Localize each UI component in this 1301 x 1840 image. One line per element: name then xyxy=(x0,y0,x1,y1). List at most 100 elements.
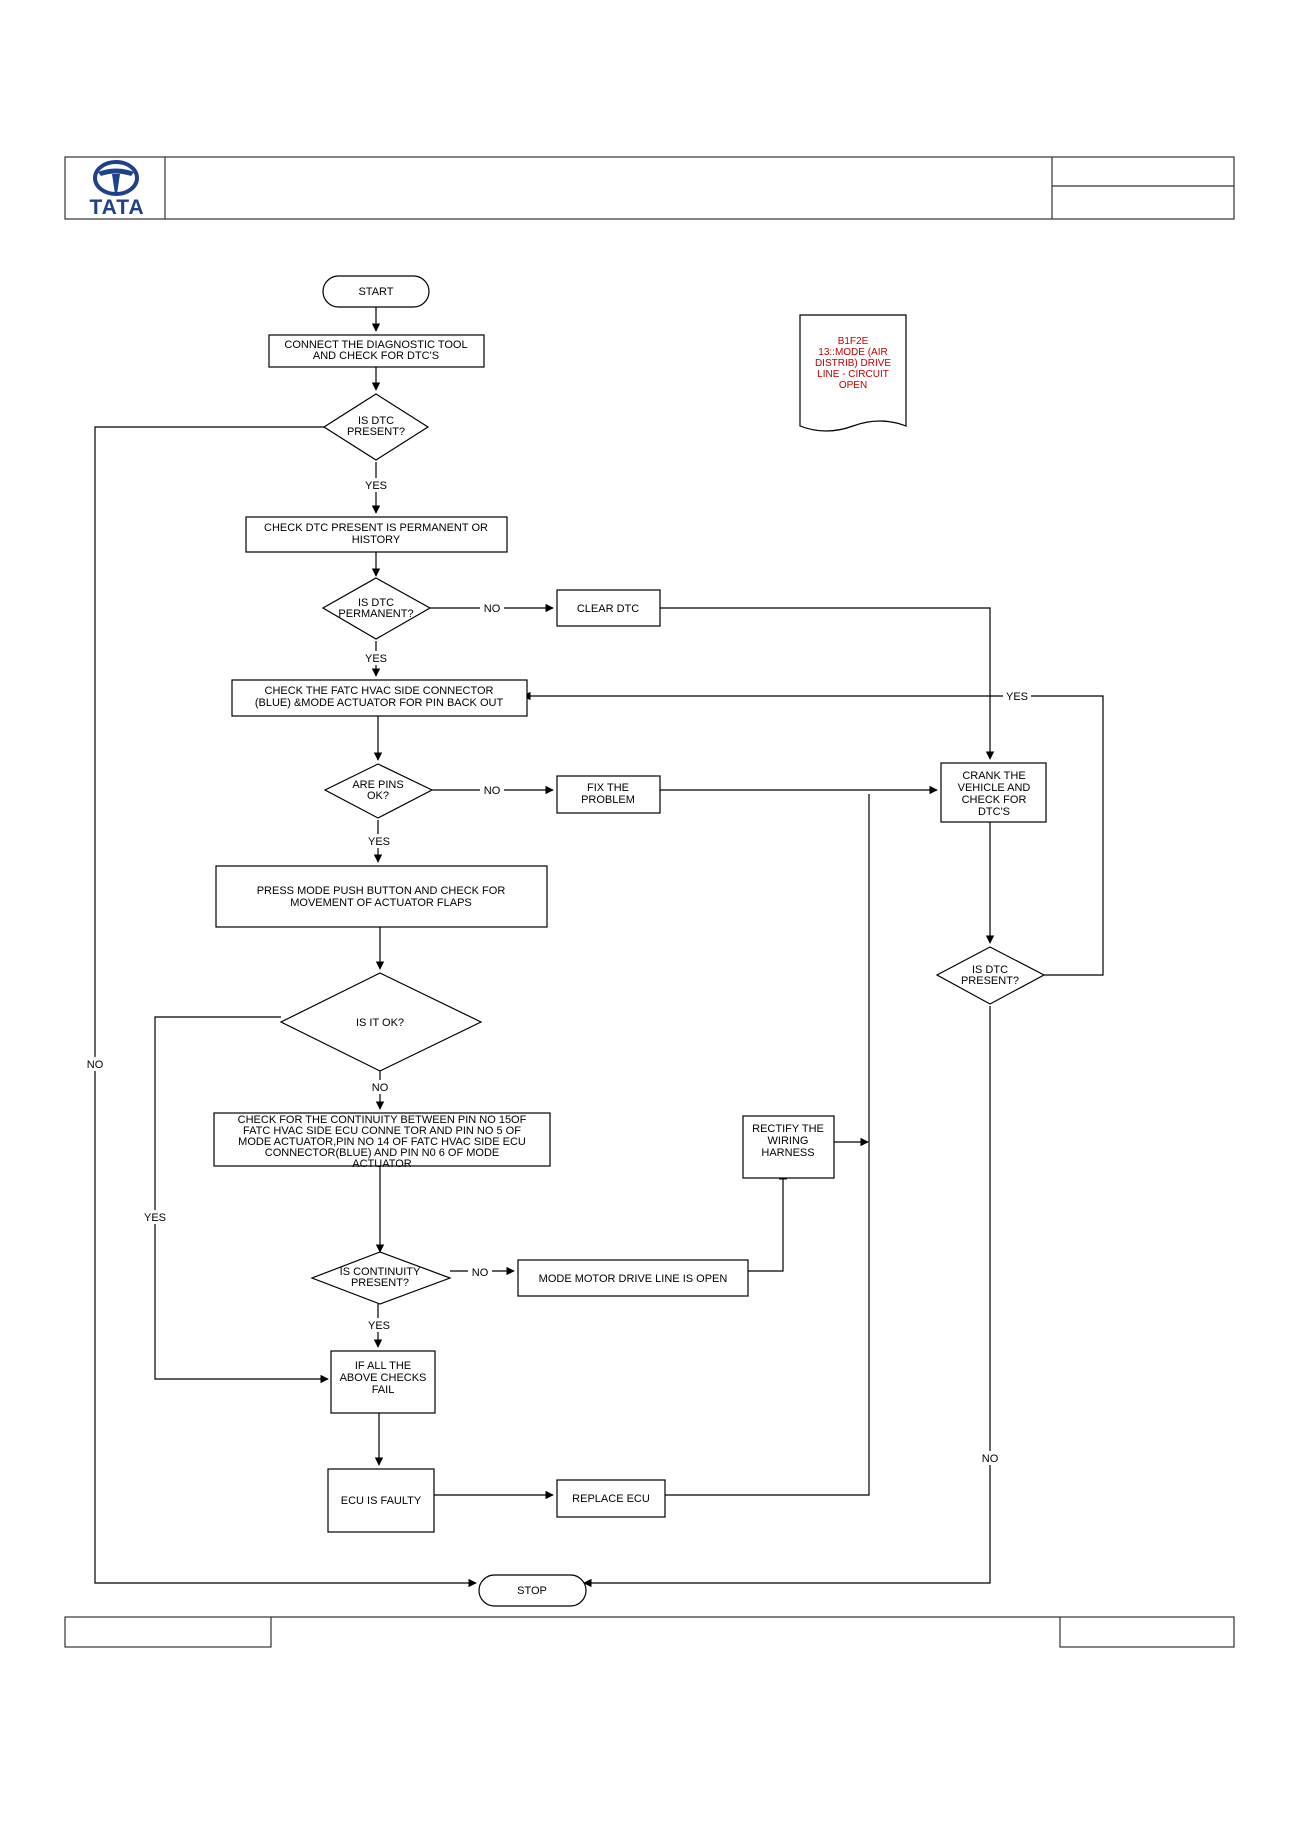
edge-label-yes-2: YES xyxy=(365,653,387,665)
svg-text:IS IT OK?: IS IT OK? xyxy=(356,1017,404,1029)
label-line: PRESENT? xyxy=(961,975,1019,987)
label-line: CHECK DTC PRESENT IS PERMANENT OR xyxy=(264,522,488,534)
node-motor-line-open: MODE MOTOR DRIVE LINE IS OPEN xyxy=(517,1259,749,1297)
footer-frame xyxy=(64,1616,1235,1648)
label-line: CHECK FOR xyxy=(962,794,1027,806)
decision-is-it-ok: IS IT OK? xyxy=(279,972,483,1072)
label-line: PRESENT? xyxy=(351,1277,409,1289)
node-ecu-faulty: ECU IS FAULTY xyxy=(327,1468,435,1533)
label-line: ABOVE CHECKS xyxy=(340,1372,427,1384)
label-line: IS DTC xyxy=(358,597,394,609)
node-check-connector: CHECK THE FATC HVAC SIDE CONNECTOR(BLUE)… xyxy=(231,679,528,717)
label-line: 13::MODE (AIR xyxy=(818,347,887,358)
edge-label-no-clear: NO xyxy=(484,603,501,615)
edge-label-yes-3: YES xyxy=(368,836,390,848)
edge-label-yes-back: YES xyxy=(1006,691,1028,703)
label-line: CRANK THE xyxy=(962,770,1025,782)
label-line: (BLUE) &MODE ACTUATOR FOR PIN BACK OUT xyxy=(255,697,504,709)
label-line: HARNESS xyxy=(761,1147,814,1159)
label-line: MODE ACTUATOR,PIN NO 14 OF FATC HVAC SID… xyxy=(238,1136,526,1148)
svg-text:MODE MOTOR DRIVE LINE IS OPEN: MODE MOTOR DRIVE LINE IS OPEN xyxy=(539,1273,728,1285)
svg-text:ECU IS FAULTY: ECU IS FAULTY xyxy=(341,1495,422,1507)
label-line: CHECK THE FATC HVAC SIDE CONNECTOR xyxy=(265,685,494,697)
label-line: PERMANENT? xyxy=(338,608,413,620)
label-line: PRESENT? xyxy=(347,426,405,438)
node-clear-dtc: CLEAR DTC xyxy=(556,589,661,627)
label-line: RECTIFY THE xyxy=(752,1123,824,1135)
label-lines: CHECK THE FATC HVAC SIDE CONNECTOR(BLUE)… xyxy=(255,685,504,709)
label-line: MOVEMENT OF ACTUATOR FLAPS xyxy=(290,897,472,909)
node-press-mode: PRESS MODE PUSH BUTTON AND CHECK FORMOVE… xyxy=(215,865,548,928)
edge-label-no-right: NO xyxy=(982,1453,999,1465)
start-label: START xyxy=(358,286,393,298)
label-line: IS CONTINUITY xyxy=(340,1266,421,1278)
header-frame xyxy=(64,156,1235,220)
label-line: B1F2E xyxy=(838,336,869,347)
label-line: IS DTC xyxy=(972,964,1008,976)
label-line: FIX THE xyxy=(587,782,629,794)
label-line: ACTUATOR xyxy=(352,1158,412,1170)
node-continuity-check: CHECK FOR THE CONTINUITY BETWEEN PIN NO … xyxy=(213,1112,551,1170)
node-start: START xyxy=(322,275,430,308)
label-line: DISTRIB) DRIVE xyxy=(815,358,891,369)
edge-label-yes-left: YES xyxy=(144,1212,166,1224)
label-line: IS DTC xyxy=(358,415,394,427)
edge-label-yes-4: YES xyxy=(368,1320,390,1332)
label-lines: CHECK FOR THE CONTINUITY BETWEEN PIN NO … xyxy=(238,1114,527,1170)
label-line: FAIL xyxy=(372,1384,395,1396)
edge-label-no-fix: NO xyxy=(484,785,501,797)
label-line: PRESS MODE PUSH BUTTON AND CHECK FOR xyxy=(257,885,506,897)
label-line: DTC'S xyxy=(978,806,1010,818)
label-line: CHECK FOR THE CONTINUITY BETWEEN PIN NO … xyxy=(238,1114,527,1126)
edge-label-no-left: NO xyxy=(87,1059,104,1071)
label-line: VEHICLE AND xyxy=(958,782,1031,794)
logo-text: TATA xyxy=(89,196,144,219)
label-line: ARE PINS xyxy=(352,779,403,791)
label-lines: PRESS MODE PUSH BUTTON AND CHECK FORMOVE… xyxy=(257,885,506,909)
label-line: LINE - CIRCUIT xyxy=(817,369,889,380)
edge-label-no-motor: NO xyxy=(472,1267,489,1279)
label-line: HISTORY xyxy=(352,534,401,546)
label-line: IF ALL THE xyxy=(355,1360,411,1372)
svg-text:CLEAR DTC: CLEAR DTC xyxy=(577,603,639,615)
connectors xyxy=(94,307,1104,1588)
node-replace-ecu: REPLACE ECU xyxy=(556,1479,666,1518)
label-line: AND CHECK FOR DTC'S xyxy=(313,350,439,362)
stop-label: STOP xyxy=(517,1585,547,1597)
label-line: CONNECT THE DIAGNOSTIC TOOL xyxy=(284,339,467,351)
label-line: WIRING xyxy=(768,1135,809,1147)
edge-labels: YES NO NO YES YES NO YES NO YES NO YES N… xyxy=(84,478,1031,1465)
label-line: OPEN xyxy=(839,380,867,391)
edge-label-no-ok: NO xyxy=(372,1082,389,1094)
edge-label-yes-1: YES xyxy=(365,480,387,492)
label-line: FATC HVAC SIDE ECU CONNE TOR AND PIN NO … xyxy=(243,1125,521,1137)
svg-text:REPLACE ECU: REPLACE ECU xyxy=(572,1493,650,1505)
label-line: OK? xyxy=(367,790,389,802)
tata-logo: TATA xyxy=(89,160,144,219)
